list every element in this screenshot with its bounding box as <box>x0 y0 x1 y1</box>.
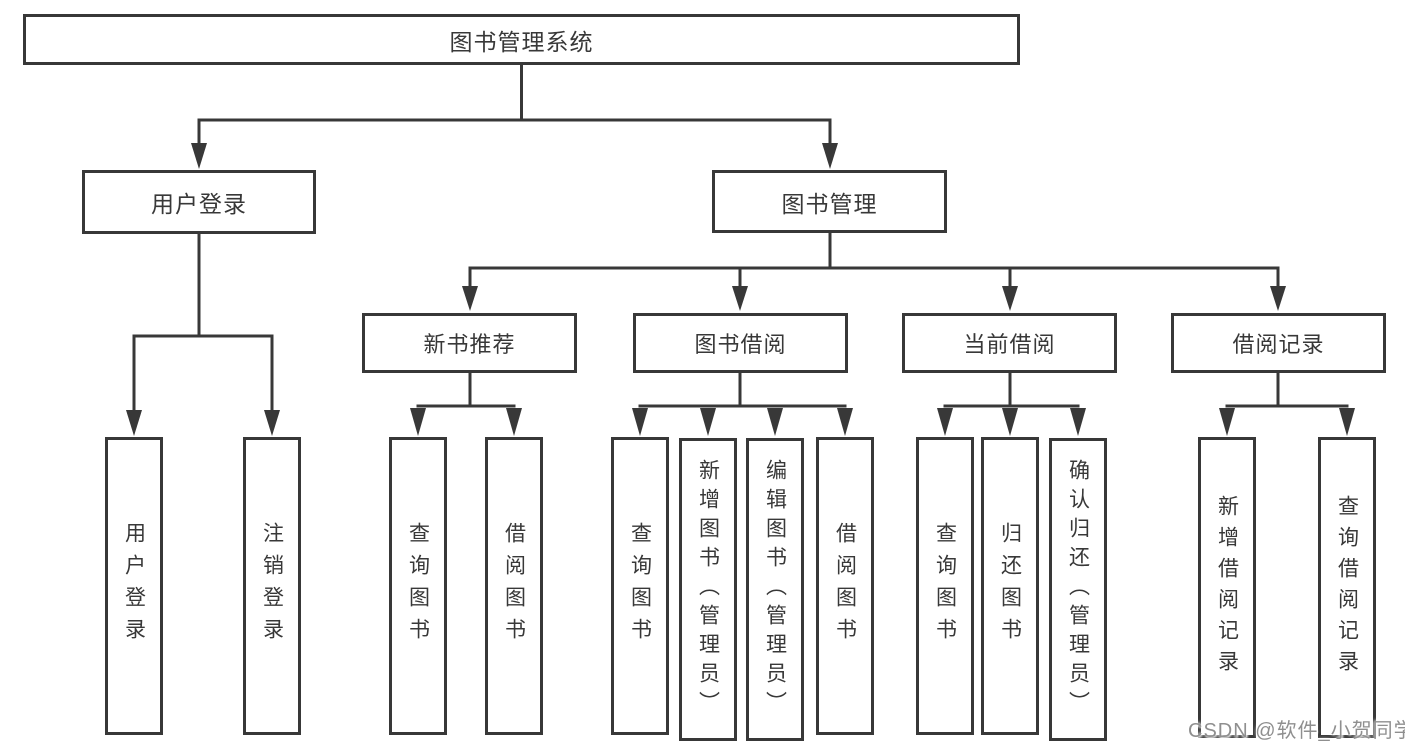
connector-current-borrow-branch <box>937 373 1086 436</box>
leaf-borrow-books-borrow: 借阅图书 <box>816 437 874 735</box>
leaf-query-borrow-record: 查询借阅记录 <box>1318 437 1376 738</box>
node-book-management-label: 图书管理 <box>781 190 878 217</box>
leaf-return-book: 归还图书 <box>981 437 1039 735</box>
leaf-borrow-books-recommend: 借阅图书 <box>485 437 543 735</box>
leaf-edit-book-admin-label: 编辑图书（管理员） <box>763 459 787 720</box>
csdn-watermark: CSDN @软件_小贺同学 <box>1188 720 1405 742</box>
leaf-logout-label: 注销登录 <box>260 522 284 650</box>
connector-book-management-branch <box>462 232 1286 311</box>
node-new-book-recommend: 新书推荐 <box>362 313 577 373</box>
leaf-user-login: 用户登录 <box>105 437 163 735</box>
node-user-login-label: 用户登录 <box>151 191 247 217</box>
node-book-borrow-label: 图书借阅 <box>694 332 787 357</box>
node-root: 图书管理系统 <box>23 14 1020 65</box>
connector-new-book-branch <box>410 373 522 436</box>
leaf-borrow-books-recommend-label: 借阅图书 <box>502 522 526 650</box>
node-user-login: 用户登录 <box>82 170 316 234</box>
leaf-query-books-current-label: 查询图书 <box>933 522 957 650</box>
node-current-borrow: 当前借阅 <box>902 313 1117 373</box>
node-current-borrow-label: 当前借阅 <box>963 332 1056 357</box>
node-new-book-recommend-label: 新书推荐 <box>423 332 516 357</box>
connector-root-branch <box>191 64 838 169</box>
leaf-add-book-admin-label: 新增图书（管理员） <box>696 459 720 720</box>
connector-book-borrow-branch <box>632 373 853 436</box>
leaf-add-borrow-record: 新增借阅记录 <box>1198 437 1256 738</box>
node-book-borrow: 图书借阅 <box>633 313 848 373</box>
leaf-user-login-label: 用户登录 <box>122 522 146 650</box>
leaf-confirm-return-admin-label: 确认归还（管理员） <box>1066 459 1090 720</box>
leaf-add-borrow-record-label: 新增借阅记录 <box>1215 494 1239 681</box>
leaf-query-books-borrow-label: 查询图书 <box>628 522 652 650</box>
node-borrow-records-label: 借阅记录 <box>1232 332 1325 357</box>
connector-user-login-branch <box>126 233 280 436</box>
node-borrow-records: 借阅记录 <box>1171 313 1386 373</box>
leaf-add-book-admin: 新增图书（管理员） <box>679 438 737 741</box>
leaf-query-books-borrow: 查询图书 <box>611 437 669 735</box>
leaf-logout: 注销登录 <box>243 437 301 735</box>
leaf-query-books-current: 查询图书 <box>916 437 974 735</box>
leaf-query-books-recommend: 查询图书 <box>389 437 447 735</box>
leaf-query-books-recommend-label: 查询图书 <box>406 522 430 650</box>
connector-borrow-records-branch <box>1219 373 1355 436</box>
leaf-edit-book-admin: 编辑图书（管理员） <box>746 438 804 741</box>
leaf-return-book-label: 归还图书 <box>998 522 1022 650</box>
leaf-query-borrow-record-label: 查询借阅记录 <box>1335 494 1359 681</box>
leaf-borrow-books-borrow-label: 借阅图书 <box>833 522 857 650</box>
node-book-management: 图书管理 <box>712 170 947 233</box>
node-root-label: 图书管理系统 <box>449 28 594 55</box>
leaf-confirm-return-admin: 确认归还（管理员） <box>1049 438 1107 741</box>
